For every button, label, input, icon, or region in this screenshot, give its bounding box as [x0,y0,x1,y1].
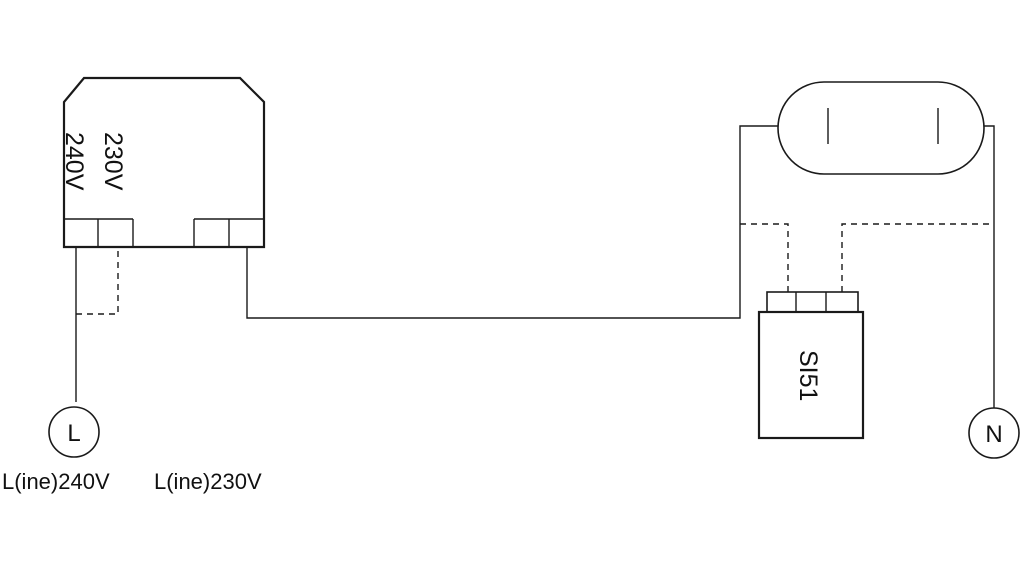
starter-si51: SI51 [757,291,865,440]
starter-body [757,310,865,440]
dashed-starter-right [841,223,994,292]
caption-line-230v: L(ine)230V [154,469,262,494]
wire-transformer-to-lamp [246,125,778,319]
caption-line-240v: L(ine)240V [2,469,110,494]
line-terminal-label: L [67,420,80,447]
label-230v: 230V [99,132,127,191]
transformer-box: 230V 240V [60,76,266,249]
line-terminal-circle [48,406,100,458]
dashed-240v-jumper [76,247,119,315]
starter-terminal-block [766,291,859,313]
dashed-starter-left [740,223,789,292]
lamp-tube-outline [777,81,985,175]
label-240v: 240V [60,132,88,191]
lamp-tube [777,81,985,175]
neutral-terminal: N [968,407,1020,459]
line-terminal: L [48,406,100,458]
transformer-outline [62,76,266,249]
starter-label: SI51 [794,350,822,401]
neutral-terminal-label: N [985,421,1002,448]
neutral-terminal-circle [968,407,1020,459]
dashed-wires [76,223,994,315]
